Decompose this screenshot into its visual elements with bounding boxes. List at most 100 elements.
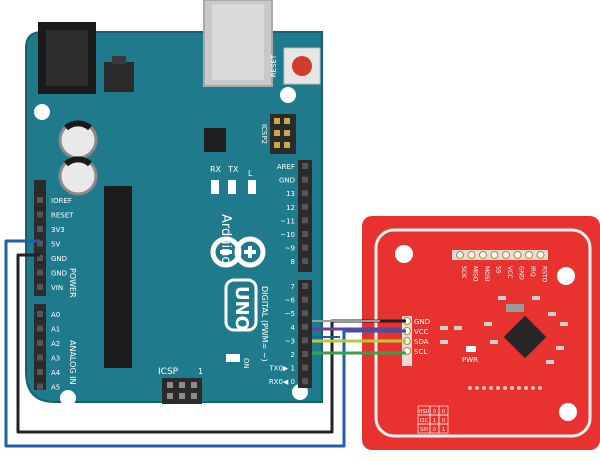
nfc-pad [475, 386, 479, 390]
nfc-top-pin-label: MISO [472, 266, 479, 282]
power-pin [37, 197, 43, 203]
digital-pin [302, 283, 308, 289]
rx-led [211, 180, 219, 194]
nfc-antenna-trace [374, 228, 592, 438]
capacitor [58, 120, 98, 160]
smd-component [560, 322, 568, 326]
smd-component [546, 360, 554, 364]
digital-header-bottom [298, 280, 312, 388]
analog-pin [37, 369, 43, 375]
power-header [34, 180, 46, 296]
power-pin [37, 240, 43, 247]
analog-pin-label: A1 [51, 326, 60, 334]
nfc-top-pin [525, 251, 533, 259]
icsp-pin [179, 382, 185, 388]
digital-pin [302, 337, 308, 344]
digital-pin [302, 258, 308, 265]
digital-pin [302, 163, 308, 169]
nfc-pad [489, 386, 493, 390]
power-pin-label: VIN [51, 284, 63, 292]
pwr-led [466, 346, 476, 352]
digital-pin-label: 4 [291, 324, 296, 332]
mounting-hole [280, 87, 296, 103]
table-cell-text: I2C [420, 418, 429, 424]
icsp-pin [167, 382, 173, 388]
digital-header-pins [302, 163, 308, 385]
icsp-pins [167, 382, 197, 399]
analog-label: ANALOG IN [68, 340, 77, 385]
power-pin [37, 211, 43, 218]
icsp-label: ICSP [158, 367, 179, 377]
digital-pin-label: ~9 [285, 245, 295, 253]
nfc-i2c-pin-label: VCC [414, 328, 429, 336]
logo-loop-right [234, 236, 266, 268]
tx-label: TX [227, 165, 239, 174]
icsp-pin1-label: 1 [198, 367, 203, 376]
reset-label: RESET [270, 54, 278, 77]
power-pin [37, 226, 43, 232]
table-cell-text: 1 [442, 427, 445, 433]
nfc-top-pin [467, 251, 476, 259]
icsp-pin [179, 393, 185, 399]
digital-pin-label: ~11 [280, 217, 295, 225]
analog-pin [37, 383, 43, 390]
digital-header-top [298, 160, 312, 272]
nfc-pad-row [468, 386, 542, 390]
icsp2-pin [274, 130, 280, 136]
usb-chip [204, 128, 226, 152]
icsp-pin [167, 393, 173, 399]
icsp2-pin [284, 118, 290, 124]
smd-component [548, 312, 556, 316]
digital-pin-label: AREF [277, 163, 295, 171]
smd-component [498, 296, 506, 300]
nfc-top-pin-label: VCC [506, 266, 513, 278]
nfc-top-pin-pads [456, 251, 545, 259]
power-pin-label: 3V3 [51, 226, 65, 234]
capacitor-mark [64, 120, 92, 131]
nfc-top-pin-label: MOSI [483, 266, 490, 282]
nfc-top-pin [513, 251, 522, 259]
capacitor-mark [64, 156, 92, 167]
nfc-pad [510, 386, 514, 390]
nfc-pad [468, 386, 472, 390]
analog-pin-label: A0 [51, 311, 60, 319]
digital-pin [302, 244, 308, 251]
power-pin-label: RESET [51, 212, 74, 220]
left-header-pins [37, 197, 43, 390]
nfc-top-pin-label: RSTO [541, 266, 548, 283]
digital-pin [302, 310, 308, 317]
arduino-uno-board: RESET ICSP2 TX RX L Arduino UNO [25, 0, 323, 406]
digital-pin-label: ~10 [280, 231, 295, 239]
reset-button[interactable] [292, 56, 312, 76]
tx-led [228, 180, 236, 194]
mounting-hole [60, 390, 76, 406]
table-cell-text: 1 [433, 418, 436, 424]
nfc-pad [538, 386, 542, 390]
table-cell-text: 0 [442, 409, 445, 415]
analog-pin-label: A2 [51, 340, 60, 348]
power-pin-label: GND [51, 255, 67, 263]
capacitor [58, 156, 98, 196]
nfc-i2c-pin-label: SCL [414, 348, 427, 356]
power-pin [37, 255, 43, 261]
icsp2-header [270, 114, 296, 154]
nfc-top-pin [479, 251, 487, 259]
voltage-regulator [104, 62, 134, 92]
mounting-hole [34, 104, 50, 120]
analog-pin [37, 311, 43, 317]
power-pin [37, 269, 43, 276]
l-led [248, 180, 256, 194]
nfc-pad [524, 386, 528, 390]
icsp2-pins [274, 118, 290, 148]
on-led [226, 354, 240, 362]
on-label: ON [242, 358, 250, 369]
uno-badge-box [224, 278, 258, 332]
digital-pin-label: 8 [291, 258, 295, 266]
digital-pin [302, 217, 308, 224]
arduino-pcb [25, 31, 323, 403]
digital-pin [302, 190, 308, 197]
nfc-pad [517, 386, 521, 390]
